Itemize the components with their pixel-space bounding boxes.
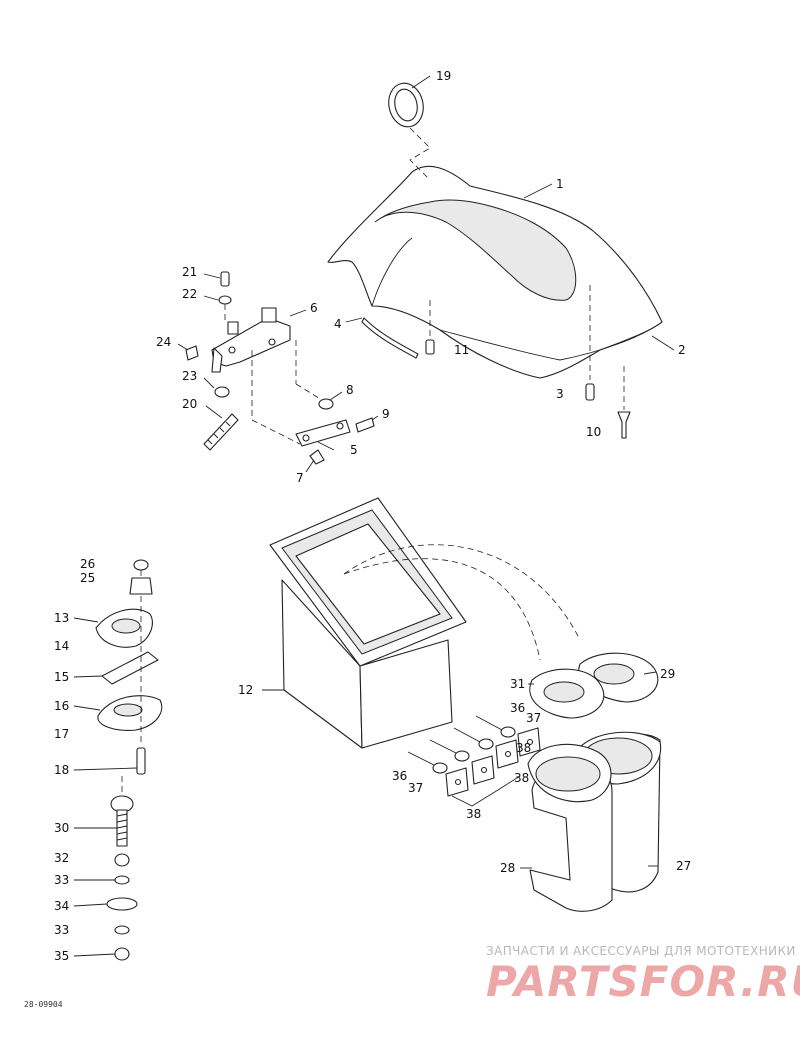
label-1: 1	[556, 177, 564, 191]
holder-28	[527, 743, 613, 912]
nut-23	[214, 386, 230, 398]
label-22: 22	[182, 287, 197, 301]
nut-35	[114, 947, 130, 961]
label-38-a: 38	[516, 741, 531, 755]
cap-19	[388, 82, 431, 181]
label-4: 4	[334, 317, 342, 331]
label-9: 9	[382, 407, 390, 421]
label-5: 5	[350, 443, 358, 457]
label-36-a: 36	[510, 701, 525, 715]
label-8: 8	[346, 383, 354, 397]
base-16	[97, 695, 163, 731]
plate-31	[529, 668, 605, 719]
washer-33a	[114, 875, 130, 885]
label-37-a: 37	[526, 711, 541, 725]
spring-20	[203, 413, 239, 451]
label-20: 20	[182, 397, 197, 411]
label-19: 19	[436, 69, 451, 83]
label-35: 35	[54, 949, 69, 963]
label-6: 6	[310, 301, 318, 315]
watermark-logo: PARTSFOR.RU	[486, 957, 800, 1006]
nut-8	[318, 398, 334, 410]
storage-bin-12	[269, 497, 581, 749]
figure-reference: 28-09904	[24, 1000, 63, 1009]
label-13: 13	[54, 611, 69, 625]
bolt-30	[110, 795, 134, 847]
hose-4	[361, 317, 419, 359]
label-27: 27	[676, 859, 691, 873]
label-37-b: 37	[408, 781, 423, 795]
label-18: 18	[54, 763, 69, 777]
leader-lines	[73, 75, 675, 957]
screw-11	[425, 300, 435, 355]
label-36-b: 36	[392, 769, 407, 783]
label-24: 24	[156, 335, 171, 349]
screw-18	[136, 747, 146, 775]
label-23: 23	[182, 369, 197, 383]
gasket-15	[101, 651, 159, 685]
label-34: 34	[54, 899, 69, 913]
label-14: 14	[54, 639, 69, 653]
label-16: 16	[54, 699, 69, 713]
label-38-c: 38	[466, 807, 481, 821]
label-26: 26	[80, 557, 95, 571]
label-21: 21	[182, 265, 197, 279]
label-38-b: 38	[514, 771, 529, 785]
screw-3	[585, 383, 595, 401]
label-12: 12	[238, 683, 253, 697]
washer-34	[106, 897, 138, 911]
label-15: 15	[54, 670, 69, 684]
label-31: 31	[510, 677, 525, 691]
cap-25	[129, 577, 153, 595]
washer-22	[218, 295, 232, 322]
label-30: 30	[54, 821, 69, 835]
screw-9	[355, 417, 375, 433]
label-7: 7	[296, 471, 304, 485]
latch-13	[95, 608, 153, 648]
label-11: 11	[454, 343, 469, 357]
label-33-a: 33	[54, 873, 69, 887]
nut-24	[185, 345, 199, 361]
fastener-set-38	[407, 715, 541, 807]
seat-cover	[327, 165, 663, 380]
plate-5	[295, 419, 351, 447]
label-29: 29	[660, 667, 675, 681]
screw-21	[220, 271, 230, 287]
label-10: 10	[586, 425, 601, 439]
pin-10	[617, 366, 631, 439]
label-25: 25	[80, 571, 95, 585]
washer-33b	[114, 925, 130, 935]
label-33-b: 33	[54, 923, 69, 937]
rivet-7	[309, 449, 325, 465]
label-32: 32	[54, 851, 69, 865]
latch-bracket-6	[211, 307, 291, 373]
nut-32	[114, 853, 130, 867]
label-2: 2	[678, 343, 686, 357]
label-17: 17	[54, 727, 69, 741]
watermark-tagline: ЗАПЧАСТИ И АКСЕССУАРЫ ДЛЯ МОТОТЕХНИКИ	[486, 944, 796, 958]
label-3: 3	[556, 387, 564, 401]
label-28: 28	[500, 861, 515, 875]
nut-26	[133, 559, 149, 571]
holder-27	[575, 731, 662, 893]
